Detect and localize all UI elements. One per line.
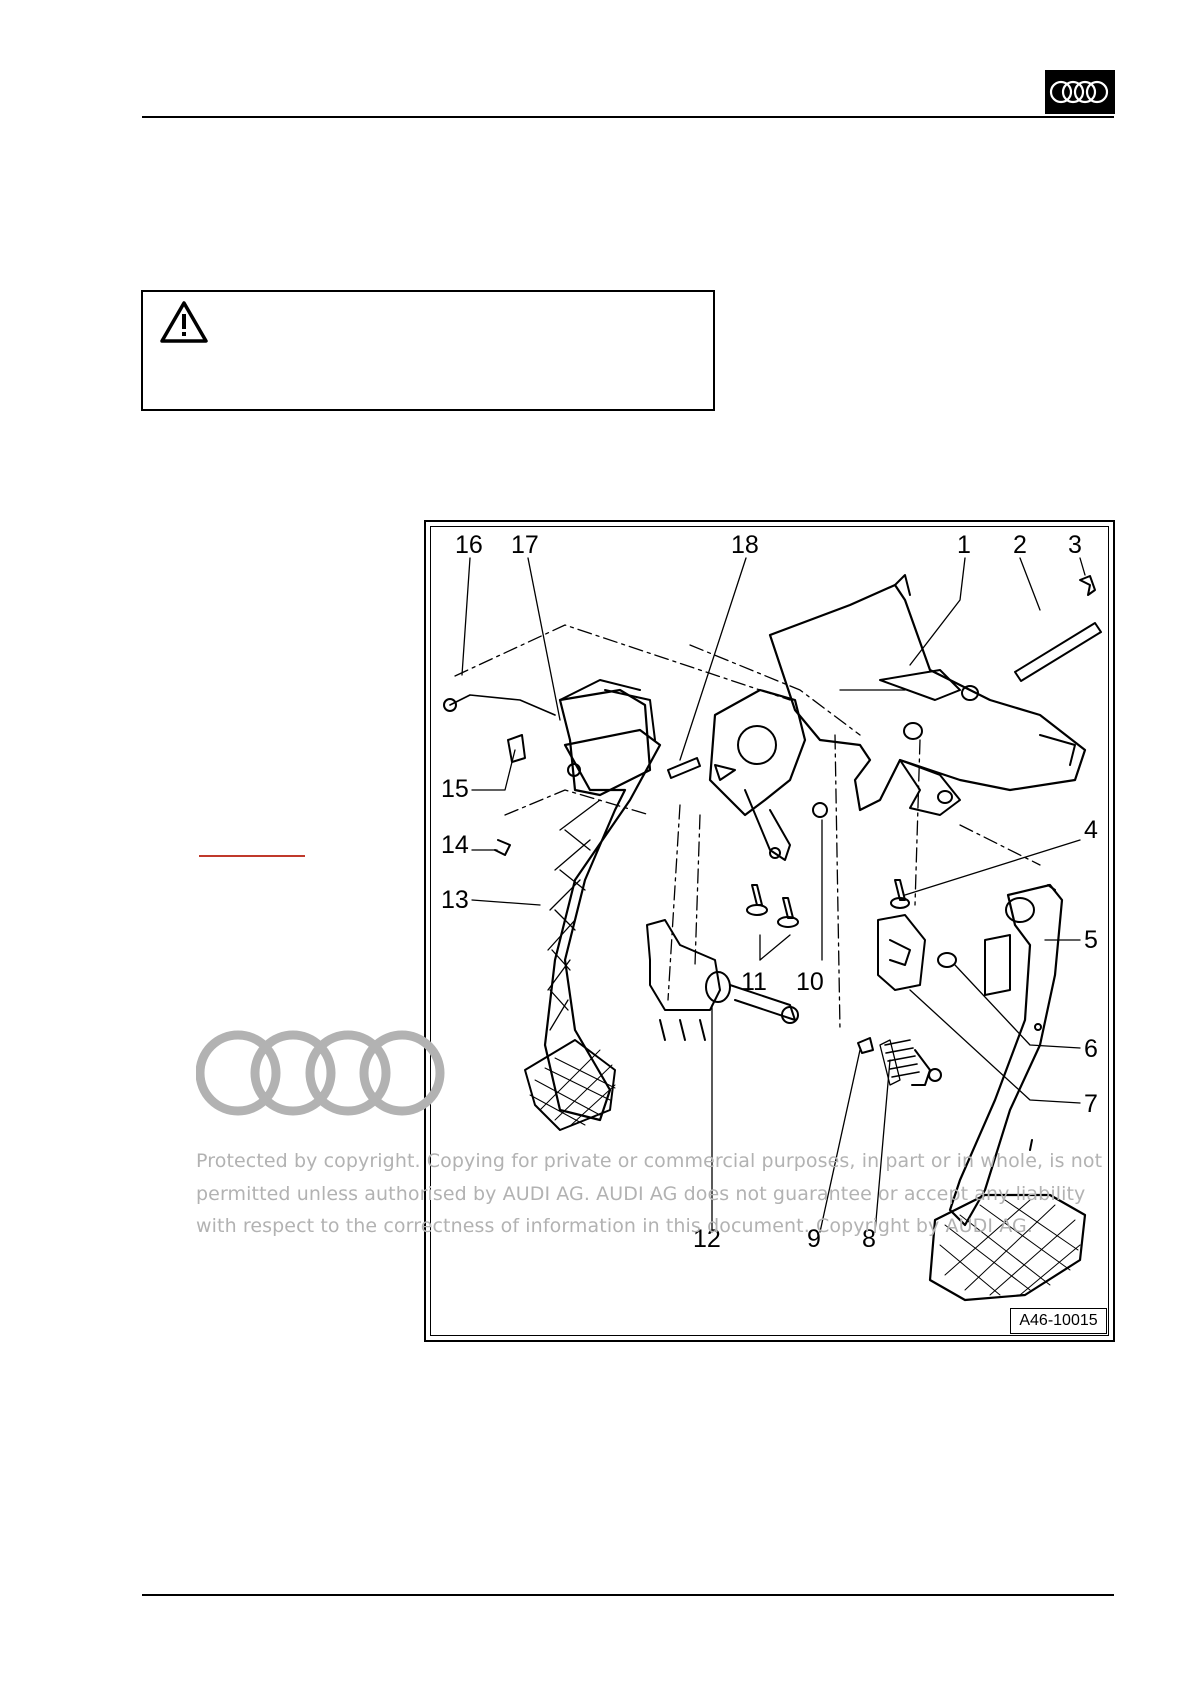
exploded-view-figure bbox=[424, 520, 1115, 1342]
callout-9: 9 bbox=[807, 1225, 821, 1253]
warning-triangle-icon bbox=[160, 301, 208, 343]
callout-4: 4 bbox=[1084, 816, 1098, 844]
callout-11: 11 bbox=[741, 968, 767, 996]
callout-1: 1 bbox=[957, 531, 971, 559]
callout-6: 6 bbox=[1084, 1035, 1098, 1063]
watermark-line-1: Protected by copyright. Copying for priv… bbox=[196, 1150, 1103, 1172]
callout-15: 15 bbox=[441, 775, 469, 803]
warning-box bbox=[141, 290, 715, 411]
callout-13: 13 bbox=[441, 886, 469, 914]
return-spring bbox=[857, 1037, 942, 1086]
callout-18: 18 bbox=[731, 531, 759, 559]
switch-bracket bbox=[877, 914, 926, 991]
callout-7: 7 bbox=[1084, 1090, 1098, 1118]
callout-3: 3 bbox=[1068, 531, 1082, 559]
watermark-line-2: permitted unless authorised by AUDI AG. … bbox=[196, 1183, 1086, 1205]
callout-12: 12 bbox=[693, 1225, 721, 1253]
clutch-master-mount bbox=[708, 688, 807, 861]
audi-logo bbox=[1045, 70, 1115, 114]
callout-8: 8 bbox=[862, 1225, 876, 1253]
sensor-bracket bbox=[558, 679, 656, 797]
audi-rings-icon bbox=[1049, 80, 1109, 104]
callout-10: 10 bbox=[796, 968, 824, 996]
footer-rule bbox=[142, 1594, 1114, 1596]
audi-rings-watermark-icon bbox=[196, 1030, 445, 1116]
header-rule bbox=[142, 116, 1114, 118]
callout-16: 16 bbox=[455, 531, 483, 559]
pedal-bracket bbox=[768, 574, 1087, 816]
screws bbox=[746, 884, 799, 928]
link-underline[interactable] bbox=[199, 855, 305, 857]
callout-17: 17 bbox=[511, 531, 539, 559]
watermark-line-3: with respect to the correctness of infor… bbox=[196, 1215, 1033, 1237]
callout-2: 2 bbox=[1013, 531, 1027, 559]
callout-5: 5 bbox=[1084, 926, 1098, 954]
callout-14: 14 bbox=[441, 831, 469, 859]
brake-pedal bbox=[928, 883, 1087, 1302]
clutch-pedal bbox=[524, 728, 662, 1131]
master-cylinder bbox=[646, 919, 799, 1041]
figure-id-label: A46-10015 bbox=[1010, 1308, 1107, 1334]
